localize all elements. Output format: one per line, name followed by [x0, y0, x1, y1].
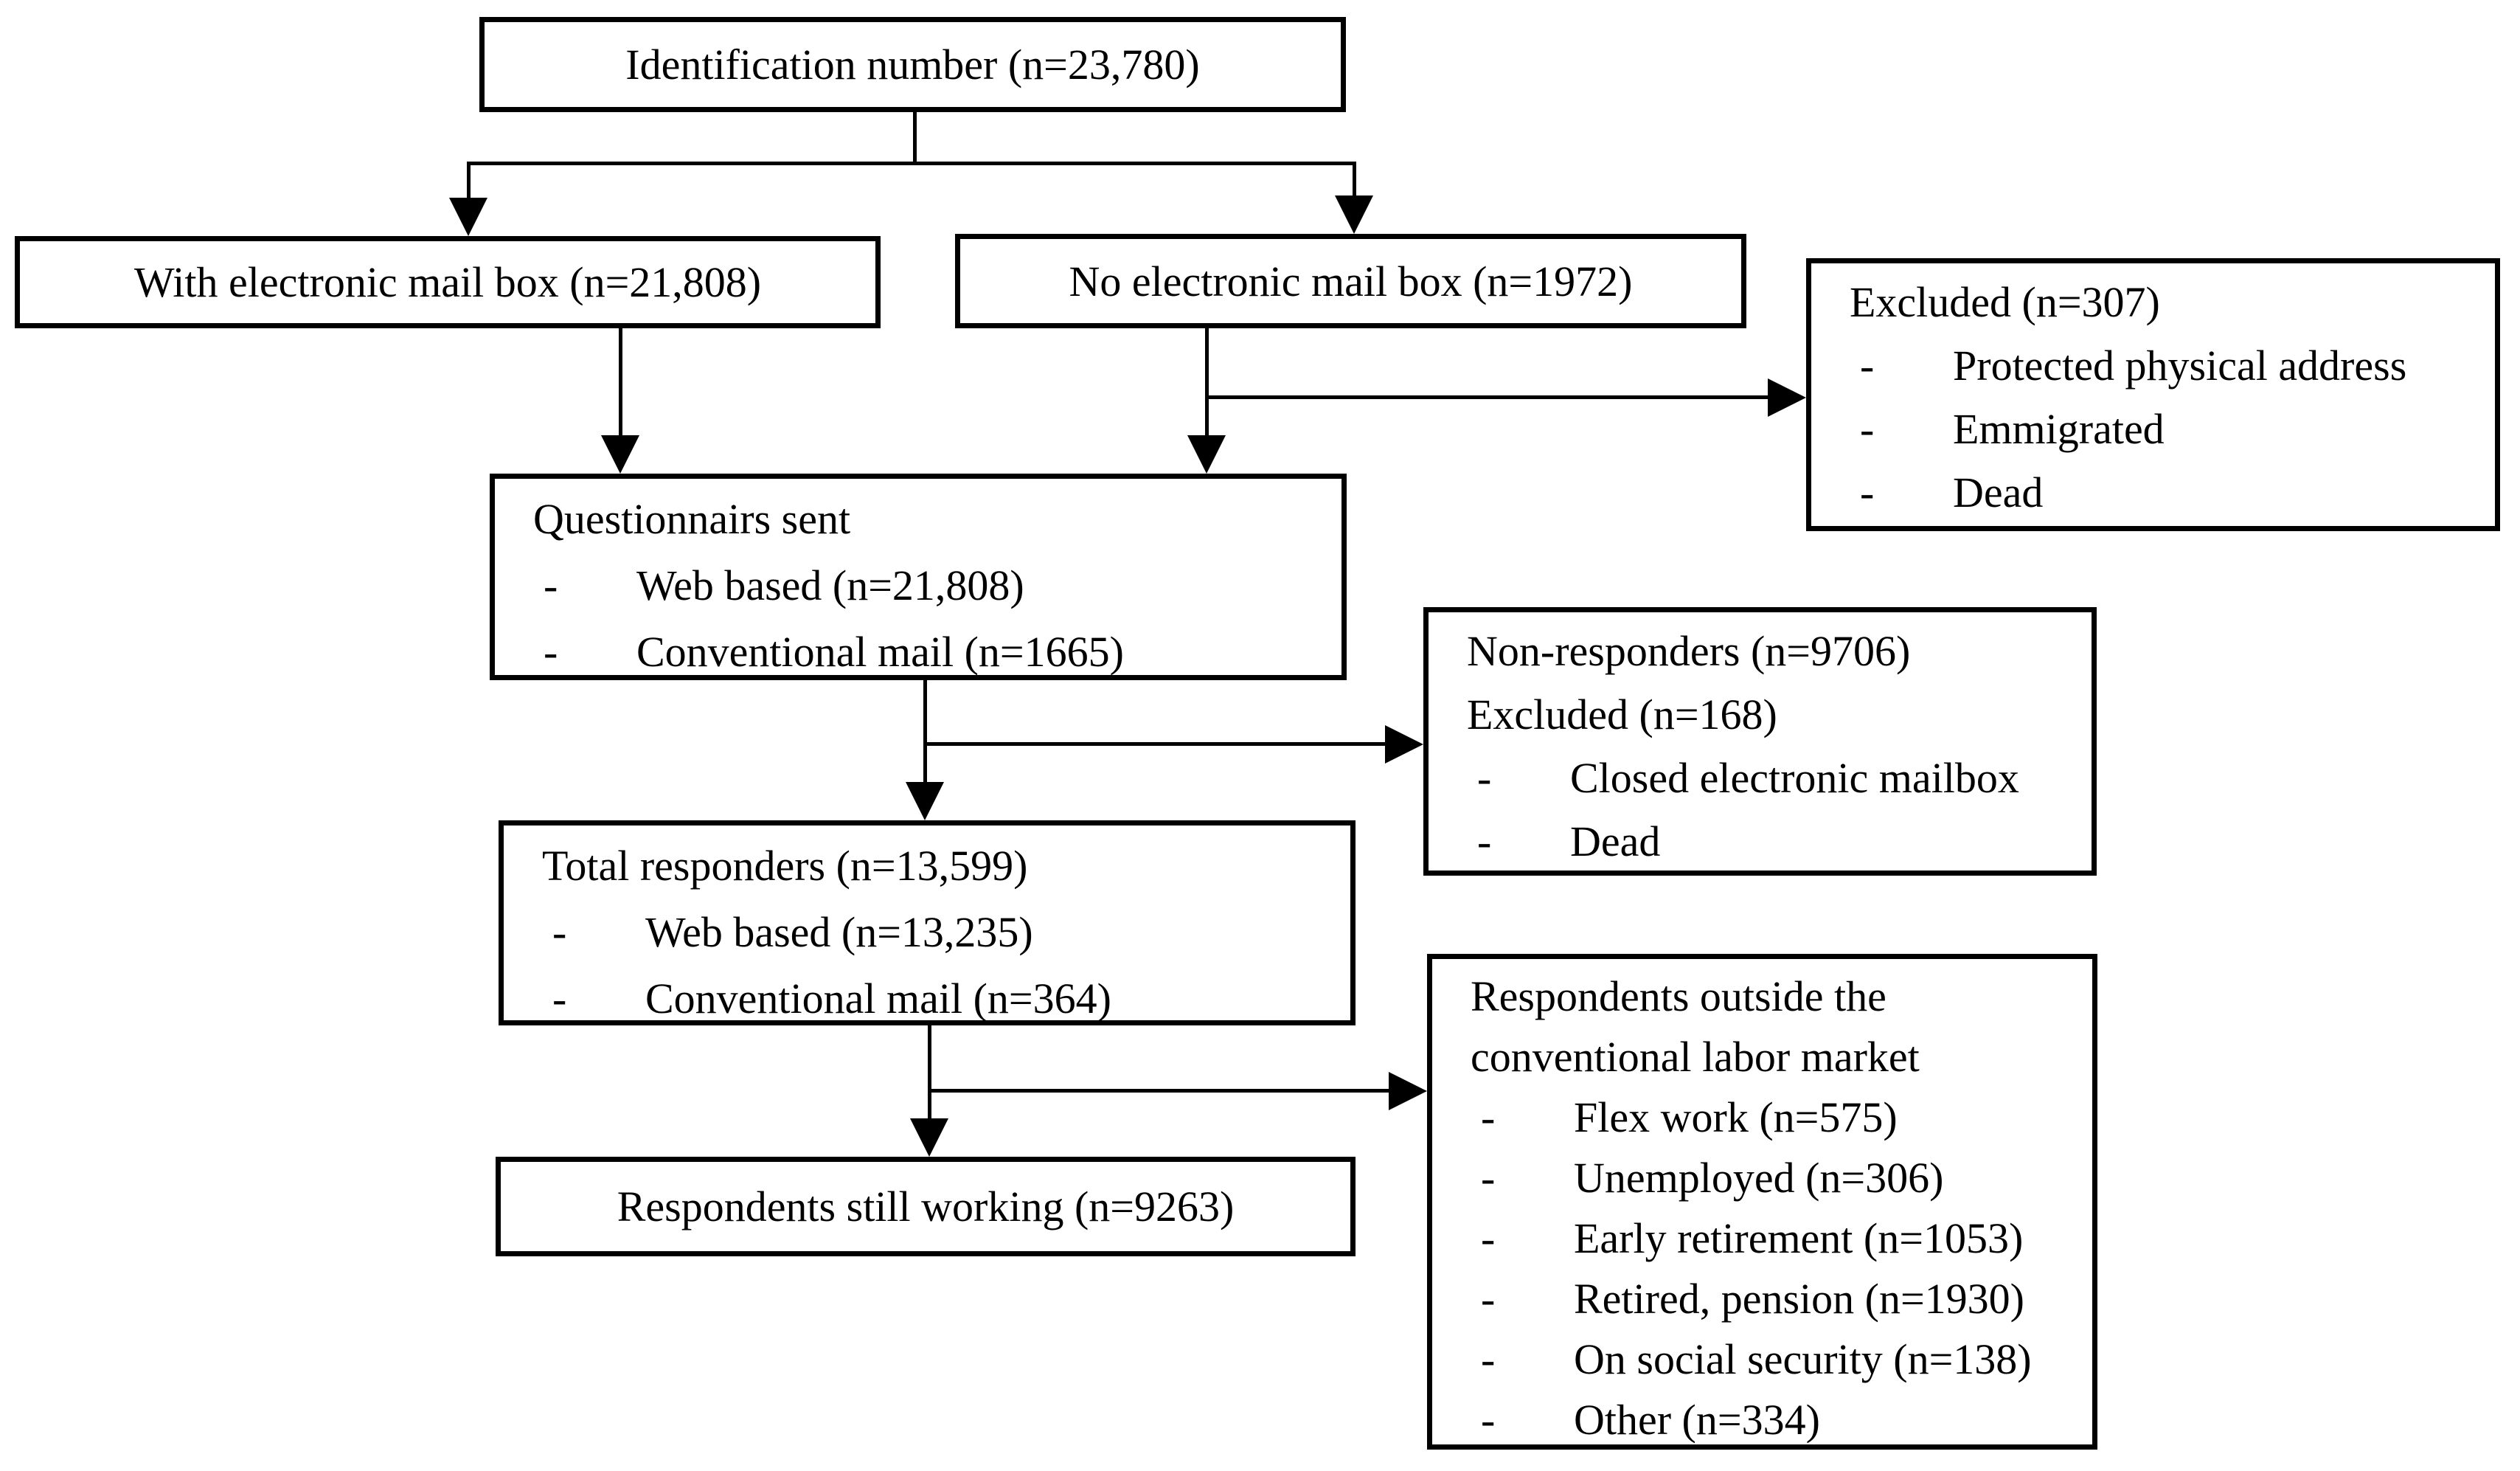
box-no-electronic-mailbox: No electronic mail box (n=1972) — [955, 234, 1746, 328]
box-with-mailbox-label: With electronic mail box (n=21,808) — [133, 258, 762, 306]
box-with-electronic-mailbox: With electronic mail box (n=21,808) — [15, 236, 881, 328]
bullet-dash: - — [552, 908, 567, 956]
box-outside-labor-market: Respondents outside the conventional lab… — [1427, 954, 2097, 1450]
connector-to-excluded-line — [1205, 395, 1769, 399]
box-non-responders-title: Non-responders (n=9706) — [1467, 627, 1911, 675]
bullet-dash: - — [544, 628, 558, 676]
box-excluded-307: Excluded (n=307) - Protected physical add… — [1806, 258, 2500, 531]
box-total-responders-title: Total responders (n=13,599) — [542, 842, 1028, 890]
arrowhead-to-outside-labor — [1389, 1072, 1427, 1110]
list-item-text: Flex work (n=575) — [1574, 1093, 1898, 1141]
bullet-dash: - — [1477, 754, 1492, 802]
bullet-dash: - — [544, 561, 558, 609]
list-item: - Web based (n=13,235) — [542, 899, 1336, 966]
list-item-text: Conventional mail (n=1665) — [636, 628, 1124, 676]
connector-with-mailbox-to-questionnaires — [619, 328, 622, 439]
list-item-text: Protected physical address — [1953, 342, 2407, 390]
list-item-text: Retired, pension (n=1930) — [1574, 1275, 2024, 1323]
bullet-dash: - — [1481, 1154, 1496, 1202]
arrowhead-to-total-responders — [906, 782, 944, 820]
list-item: - Conventional mail (n=364) — [542, 966, 1336, 1032]
box-questionnaires-title: Questionnairs sent — [533, 495, 851, 543]
list-item-text: Dead — [1570, 817, 1661, 865]
box-excluded-title: Excluded (n=307) — [1850, 278, 2160, 326]
bullet-dash: - — [1481, 1275, 1496, 1323]
bullet-dash: - — [1481, 1335, 1496, 1383]
arrowhead-to-questionnaires-right — [1187, 435, 1226, 474]
box-outside-labor-title2: conventional labor market — [1471, 1033, 1920, 1081]
connector-to-no-mailbox-line — [1353, 162, 1356, 200]
arrowhead-to-non-responders — [1385, 725, 1423, 764]
box-non-responders: Non-responders (n=9706) Excluded (n=168)… — [1423, 607, 2097, 876]
box-identification-number: Identification number (n=23,780) — [479, 17, 1346, 112]
box-identification-label: Identification number (n=23,780) — [625, 41, 1200, 89]
box-non-responders-subtitle: Excluded (n=168) — [1467, 690, 1777, 738]
bullet-dash: - — [1860, 468, 1875, 516]
bullet-dash: - — [1860, 405, 1875, 453]
list-item: - Retired, pension (n=1930) — [1471, 1269, 2078, 1329]
list-item-text: Conventional mail (n=364) — [645, 975, 1111, 1022]
list-item: - Protected physical address — [1850, 334, 2480, 398]
list-item: - Early retirement (n=1053) — [1471, 1208, 2078, 1269]
connector-split-horizontal — [468, 162, 1356, 165]
box-still-working-label: Respondents still working (n=9263) — [617, 1183, 1235, 1231]
box-outside-labor-title: Respondents outside the — [1471, 972, 1886, 1020]
list-item-text: Web based (n=21,808) — [636, 561, 1024, 609]
box-questionnaires-sent: Questionnairs sent - Web based (n=21,808)… — [490, 474, 1347, 680]
list-item-text: Web based (n=13,235) — [645, 908, 1033, 956]
list-item-text: Emmigrated — [1953, 405, 2165, 453]
list-item: - Dead — [1467, 810, 2077, 873]
bullet-dash: - — [1481, 1396, 1496, 1444]
list-item: - Other (n=334) — [1471, 1390, 2078, 1450]
arrowhead-to-still-working — [910, 1118, 948, 1157]
connector-total-to-still-working — [928, 1025, 931, 1120]
list-item-text: Unemployed (n=306) — [1574, 1154, 1944, 1202]
box-no-mailbox-label: No electronic mail box (n=1972) — [1069, 257, 1633, 305]
list-item: - On social security (n=138) — [1471, 1329, 2078, 1390]
arrowhead-to-questionnaires-left — [601, 435, 639, 474]
connector-identification-stem — [913, 112, 917, 164]
bullet-dash: - — [1860, 342, 1875, 390]
bullet-dash: - — [1481, 1093, 1496, 1141]
list-item: - Unemployed (n=306) — [1471, 1148, 2078, 1208]
list-item: - Web based (n=21,808) — [533, 553, 1327, 619]
connector-to-with-mailbox-line — [467, 162, 471, 202]
list-item: - Conventional mail (n=1665) — [533, 619, 1327, 685]
connector-no-mailbox-to-questionnaires — [1205, 328, 1209, 439]
list-item-text: Early retirement (n=1053) — [1574, 1214, 2024, 1262]
bullet-dash: - — [1481, 1214, 1496, 1262]
list-item-text: On social security (n=138) — [1574, 1335, 2032, 1383]
connector-to-outside-labor-line — [928, 1089, 1390, 1093]
list-item-text: Dead — [1953, 468, 2044, 516]
list-item: - Dead — [1850, 461, 2480, 525]
connector-questionnaires-to-total — [923, 680, 927, 783]
arrowhead-to-excluded — [1768, 378, 1806, 417]
connector-to-non-responders-line — [923, 742, 1386, 746]
box-still-working: Respondents still working (n=9263) — [496, 1157, 1356, 1256]
arrowhead-to-with-mailbox — [449, 198, 487, 236]
list-item: - Flex work (n=575) — [1471, 1087, 2078, 1148]
list-item: - Closed electronic mailbox — [1467, 747, 2077, 810]
list-item-text: Other (n=334) — [1574, 1396, 1820, 1444]
box-total-responders: Total responders (n=13,599) - Web based (… — [499, 820, 1356, 1025]
bullet-dash: - — [552, 975, 567, 1022]
list-item: - Emmigrated — [1850, 398, 2480, 461]
list-item-text: Closed electronic mailbox — [1570, 754, 2019, 802]
arrowhead-to-no-mailbox — [1335, 195, 1373, 234]
bullet-dash: - — [1477, 817, 1492, 865]
